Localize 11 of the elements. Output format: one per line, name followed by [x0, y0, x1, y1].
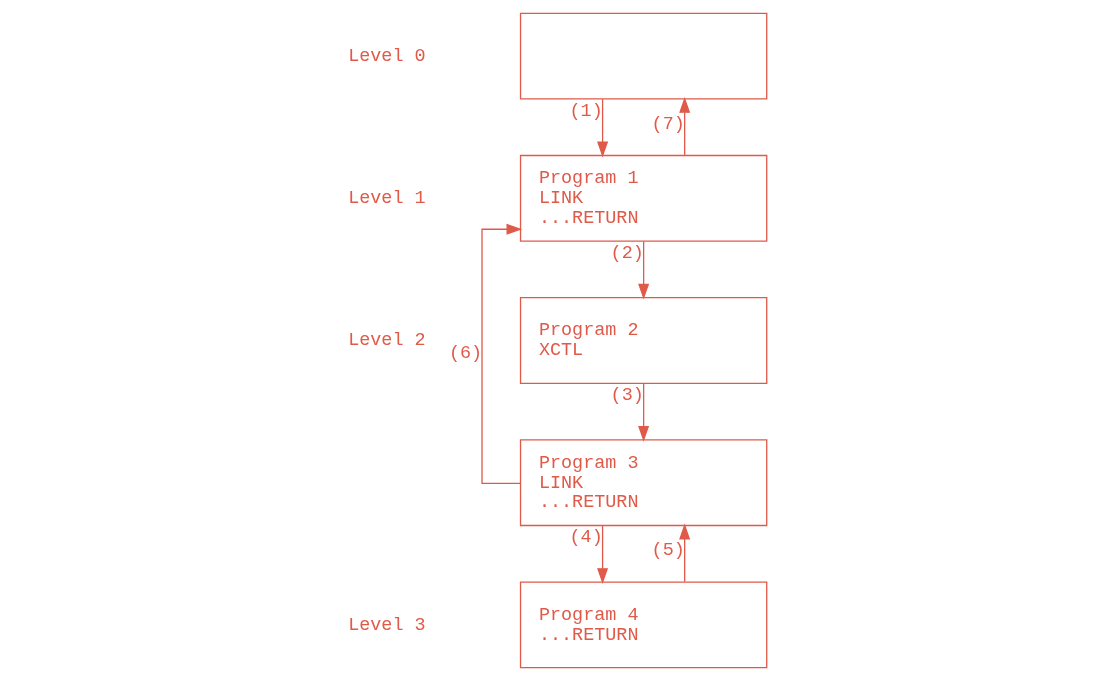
edge-label: (4)	[569, 527, 603, 549]
edge-label: (3)	[610, 385, 644, 407]
edge-label: (2)	[610, 242, 644, 264]
edge-label: (5)	[651, 540, 685, 562]
label: Level 1	[347, 188, 426, 210]
label: Level 0	[347, 45, 426, 67]
edge-label: (1)	[569, 100, 603, 122]
edge-label: (7)	[651, 113, 685, 135]
label: Level 2	[347, 330, 426, 352]
edge-label: (6)	[448, 342, 482, 364]
label: Level 3	[347, 614, 426, 636]
